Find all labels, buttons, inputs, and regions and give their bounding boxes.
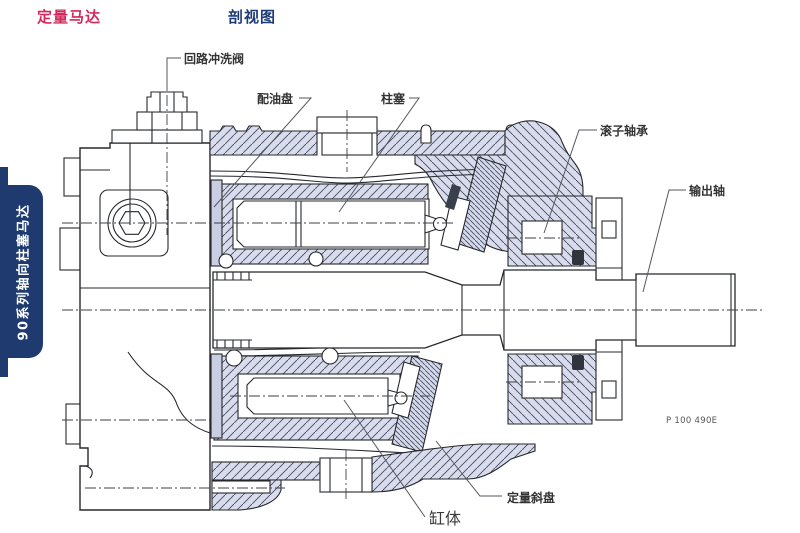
- housing-bottom-band: [211, 443, 536, 511]
- leader-cylinder-block: [343, 399, 426, 518]
- callout-roller-bearing: 滚子轴承: [600, 124, 649, 138]
- flushing-valve: [111, 91, 203, 144]
- leader-roller-bearing: [543, 129, 597, 234]
- figure-reference-code: P 100 490E: [666, 416, 718, 426]
- case-contour-line: [127, 351, 211, 434]
- callout-cylinder-block: 缸体: [429, 509, 462, 528]
- leader-valve-plate: [213, 97, 313, 208]
- leader-flushing-valve: [166, 57, 181, 91]
- shaft-splines: [216, 272, 250, 348]
- bearing-roller-upper: [521, 220, 563, 255]
- callout-flushing-valve: 回路冲洗阀: [184, 52, 245, 66]
- guide-balls: [218, 251, 339, 367]
- callout-piston: 柱塞: [381, 92, 406, 106]
- centerlines: [62, 95, 762, 500]
- leader-swashplate: [435, 440, 502, 497]
- housing-bottom-right: [371, 443, 536, 493]
- callout-output-shaft: 输出轴: [689, 184, 726, 198]
- callout-valve-plate: 配油盘: [257, 92, 294, 106]
- shaft-seals: [572, 250, 584, 370]
- leader-lines: [166, 57, 686, 518]
- leader-output-shaft: [642, 189, 686, 293]
- left-valve-block: [59, 142, 211, 511]
- page-title-product: 定量马达: [37, 8, 102, 26]
- sidebar-series-tab: 90系列轴向柱塞马达: [0, 185, 43, 358]
- page-title-view: 剖视图: [228, 8, 277, 26]
- callout-swashplate: 定量斜盘: [507, 491, 556, 505]
- piston-lower: [246, 377, 408, 415]
- piston-upper: [236, 200, 448, 248]
- leader-piston: [338, 97, 420, 213]
